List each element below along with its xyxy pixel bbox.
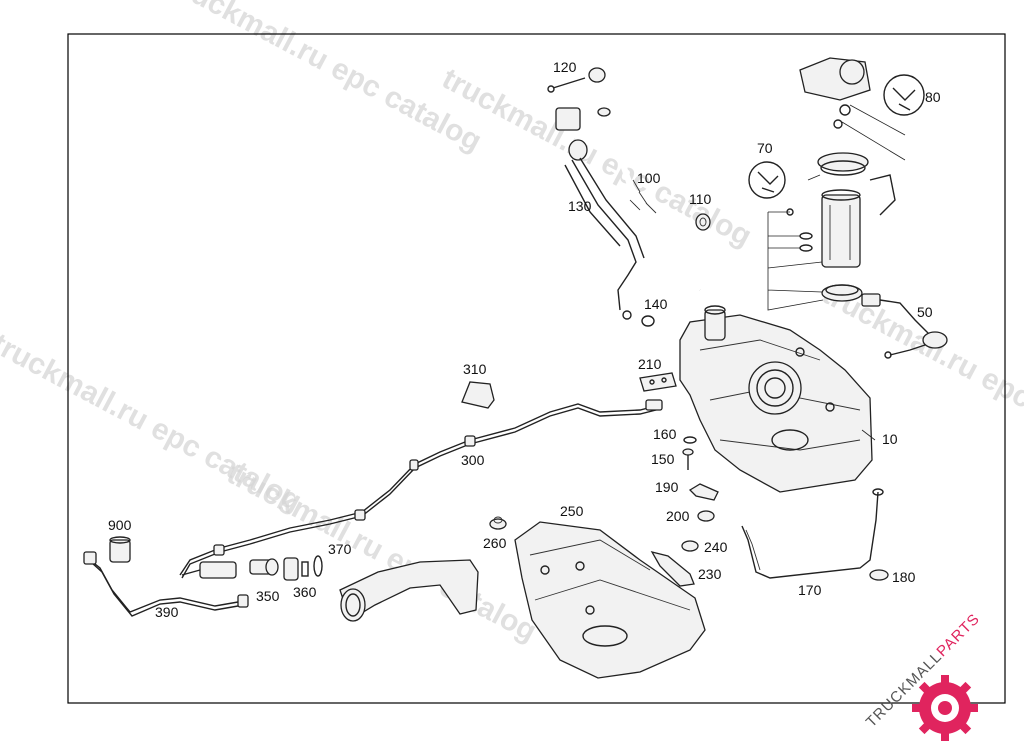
callout-110: 110 bbox=[689, 191, 712, 207]
callout-310: 310 bbox=[463, 361, 487, 377]
diagram-frame bbox=[67, 33, 1006, 704]
callout-260: 260 bbox=[483, 535, 507, 551]
callout-300: 300 bbox=[461, 452, 485, 468]
part-50-sender-harness bbox=[861, 293, 948, 359]
watermark-text: truckmall.ru epc catalog bbox=[167, 0, 487, 158]
callout-200: 200 bbox=[666, 508, 690, 524]
callout-labels: 10 50 70 80 100 110 120 130 140 150 160 … bbox=[108, 59, 941, 620]
callout-120: 120 bbox=[553, 59, 577, 75]
part-210-bracket bbox=[639, 372, 677, 392]
part-390-harness bbox=[83, 551, 249, 617]
watermark-text: truckmall.ru epc catalog bbox=[222, 457, 542, 648]
part-240-nut bbox=[681, 540, 699, 552]
part-360-connector bbox=[283, 557, 309, 581]
callout-160: 160 bbox=[653, 426, 677, 442]
part-300-fuel-line bbox=[179, 399, 663, 579]
callout-150: 150 bbox=[651, 451, 675, 467]
callout-70: 70 bbox=[757, 140, 773, 156]
part-120-cap bbox=[547, 67, 606, 93]
part-260-nut bbox=[489, 516, 507, 530]
callout-170: 170 bbox=[798, 582, 822, 598]
part-190-bracket bbox=[688, 483, 719, 501]
callout-190: 190 bbox=[655, 479, 679, 495]
callout-370: 370 bbox=[328, 541, 352, 557]
callout-130: 130 bbox=[568, 198, 592, 214]
callout-100: 100 bbox=[637, 170, 661, 186]
part-370-ring bbox=[313, 555, 323, 577]
truckmall-parts-logo: TRUCKMALLPARTS bbox=[863, 610, 983, 741]
part-230-bracket bbox=[650, 550, 695, 587]
part-80-pump-module bbox=[799, 57, 925, 161]
callout-50: 50 bbox=[917, 304, 933, 320]
part-350-fitting bbox=[249, 558, 279, 576]
part-900-sensor bbox=[109, 536, 131, 563]
filler-hose-section bbox=[339, 559, 479, 622]
callout-80: 80 bbox=[925, 89, 941, 105]
callout-210: 210 bbox=[638, 356, 662, 372]
part-100-filler-neck bbox=[597, 107, 703, 292]
part-140-clip bbox=[641, 315, 655, 327]
watermark-layer: truckmall.ru epc catalog truckmall.ru ep… bbox=[0, 0, 1024, 648]
leader-lines bbox=[629, 174, 876, 441]
callout-10: 10 bbox=[882, 431, 898, 447]
callout-230: 230 bbox=[698, 566, 722, 582]
part-10-fuel-tank bbox=[679, 305, 873, 493]
part-110-grommet bbox=[695, 213, 711, 231]
part-310-bracket bbox=[461, 381, 495, 409]
part-200-nut bbox=[697, 510, 715, 522]
gear-logo-icon bbox=[912, 675, 978, 741]
callout-240: 240 bbox=[704, 539, 728, 555]
part-150-bolt bbox=[682, 448, 694, 470]
callout-250: 250 bbox=[560, 503, 584, 519]
callout-390: 390 bbox=[155, 604, 179, 620]
logo-text-accent: PARTS bbox=[933, 610, 983, 660]
part-160-washer bbox=[683, 436, 697, 444]
part-180-nut bbox=[869, 569, 889, 581]
part-130-vent-line bbox=[555, 107, 645, 320]
part-170-strap bbox=[741, 488, 884, 579]
part-250-heat-shield bbox=[514, 521, 706, 679]
callout-140: 140 bbox=[644, 296, 668, 312]
callout-180: 180 bbox=[892, 569, 916, 585]
callout-360: 360 bbox=[293, 584, 317, 600]
part-70-fuel-pump bbox=[748, 152, 896, 311]
callout-350: 350 bbox=[256, 588, 280, 604]
callout-900: 900 bbox=[108, 517, 132, 533]
